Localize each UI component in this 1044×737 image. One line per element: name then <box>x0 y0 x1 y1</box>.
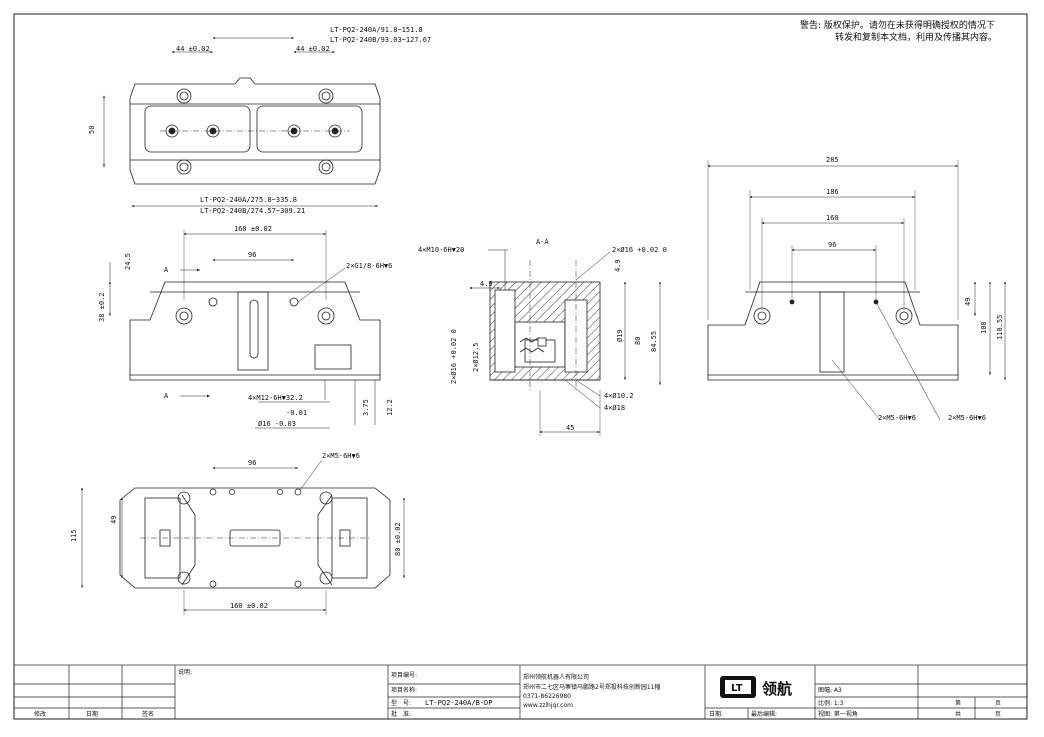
rev-label-sign: 签名 <box>142 710 154 718</box>
front-dim-3-75: 3.75 <box>362 399 370 416</box>
section-view <box>469 249 661 436</box>
front-dim-12-2: 12.2 <box>386 399 394 416</box>
section-title: A-A <box>536 238 549 246</box>
warning-label: 警告: <box>800 21 822 31</box>
bottom-dim-115: 115 <box>70 529 78 542</box>
logo-mark: LT <box>731 683 743 694</box>
section-dim-2x16: 2×Ø16 +0.02 0 <box>450 329 458 384</box>
company-website: www.zzlhjqr.com <box>523 702 573 709</box>
logo-text: 领航 <box>761 680 792 698</box>
model-label: 型 号: <box>391 699 411 707</box>
front-dim-96: 96 <box>248 251 256 259</box>
right-m5-left: 2×M5-6H▼6 <box>878 414 916 422</box>
total-unit: 页 <box>995 711 1001 718</box>
section-dim-19: Ø19 <box>616 329 624 342</box>
page-label: 第 <box>955 699 961 707</box>
company-logo: LT 领航 <box>720 676 792 698</box>
company-name: 郑州领航机器人有限公司 <box>523 673 589 681</box>
top-length-b: LT-PQ2-240B/274.57~309.21 <box>200 207 305 215</box>
last-edit-label: 最后编辑: <box>751 710 777 718</box>
section-dim-45: 45 <box>566 424 574 432</box>
approve-label: 批 准: <box>391 710 411 718</box>
top-stroke-b: LT-PQ2-240B/93.03~127.67 <box>330 36 431 44</box>
section-dim-12-5: 2×Ø12.5 <box>472 342 480 372</box>
section-dim-84-55: 84.55 <box>650 331 658 352</box>
project-name-label: 项目名称: <box>391 686 417 694</box>
company-address: 郑州市二七区马寨镇马鹏路2号郑投科技创新园11幢 <box>523 683 660 691</box>
front-section-mark-bottom: A <box>164 392 169 400</box>
top-height-dim: 50 <box>88 126 96 134</box>
bottom-dim-49: 49 <box>110 516 118 524</box>
note-label: 说明: <box>178 668 192 676</box>
top-tol-right: 44 ±0.02 <box>296 45 330 53</box>
right-dim-108: 108 <box>980 321 988 334</box>
bottom-dim-96: 96 <box>248 459 256 467</box>
rev-label-date: 日期 <box>86 710 98 718</box>
front-tol-upper: -0.01 <box>286 409 307 417</box>
section-dim-4-9-b: 4.9 <box>614 259 622 272</box>
section-hole-10-2: 4×Ø10.2 <box>604 392 634 400</box>
bottom-m5-callout: 2×M5-6H▼6 <box>322 452 360 460</box>
top-length-a: LT-PQ2-240A/275.8~335.8 <box>200 196 297 204</box>
total-label: 共 <box>955 710 961 718</box>
top-tol-left: 44 ±0.02 <box>176 45 210 53</box>
top-view <box>103 37 381 207</box>
section-dim-4-9-a: 4.9 <box>480 280 493 288</box>
right-m5-right: 2×M5-6H▼6 <box>948 414 986 422</box>
front-dim-160: 160 ±0.02 <box>234 225 272 233</box>
date-label: 日期: <box>709 710 723 718</box>
title-block <box>13 664 1028 720</box>
section-hole-18: 4×Ø18 <box>604 404 625 412</box>
right-dim-160: 160 <box>826 214 839 222</box>
front-dim-24-5: 24.5 <box>124 253 132 270</box>
front-thread-callout: 4×M12-6H▼32.2 <box>248 394 303 402</box>
front-tol-lower: Ø16 -0.03 <box>258 420 296 428</box>
section-pin-callout: 2×Ø16 +0.02 0 <box>612 246 667 254</box>
bottom-view <box>81 459 405 615</box>
company-phone: 0371-86226980 <box>523 693 571 700</box>
scale-label: 比例: 1:3 <box>818 699 844 707</box>
front-dim-38: 38 ±0.2 <box>98 292 106 322</box>
model-value: LT-PQ2-240A/B-DP <box>425 699 492 707</box>
right-dim-186: 186 <box>826 188 839 196</box>
sheet-size-label: 图幅: A3 <box>818 686 842 694</box>
bottom-dim-160: 160 ±0.02 <box>230 602 268 610</box>
page-unit: 页 <box>995 700 1001 707</box>
right-dim-49: 49 <box>964 298 972 306</box>
warning-line-1: 版权保护。请勿在未获得明确授权的情况下 <box>823 21 995 31</box>
right-dim-96: 96 <box>828 241 836 249</box>
section-m10-callout: 4×M10-6H▼20 <box>418 246 464 254</box>
warning-line-2: 转发和复制本文档，利用及传播其内容。 <box>835 33 998 43</box>
right-dim-285: 285 <box>826 156 839 164</box>
front-section-mark-top: A <box>164 266 169 274</box>
right-dim-110-55: 110.55 <box>996 315 1004 340</box>
view-label: 视图: 第一视角 <box>818 710 858 718</box>
front-port-callout: 2×G1/8-6H▼6 <box>346 262 392 270</box>
project-no-label: 项目编号: <box>391 671 417 679</box>
copyright-warning: 警告: 版权保护。请勿在未获得明确授权的情况下 转发和复制本文档，利用及传播其内… <box>800 20 997 44</box>
front-view <box>109 230 381 429</box>
rev-label-change: 修改 <box>34 710 46 718</box>
right-view <box>707 160 1006 421</box>
section-dim-80: 80 <box>634 337 642 345</box>
top-stroke-a: LT-PQ2-240A/91.8~151.8 <box>330 26 423 34</box>
bottom-dim-80: 80 ±0.02 <box>394 522 402 556</box>
